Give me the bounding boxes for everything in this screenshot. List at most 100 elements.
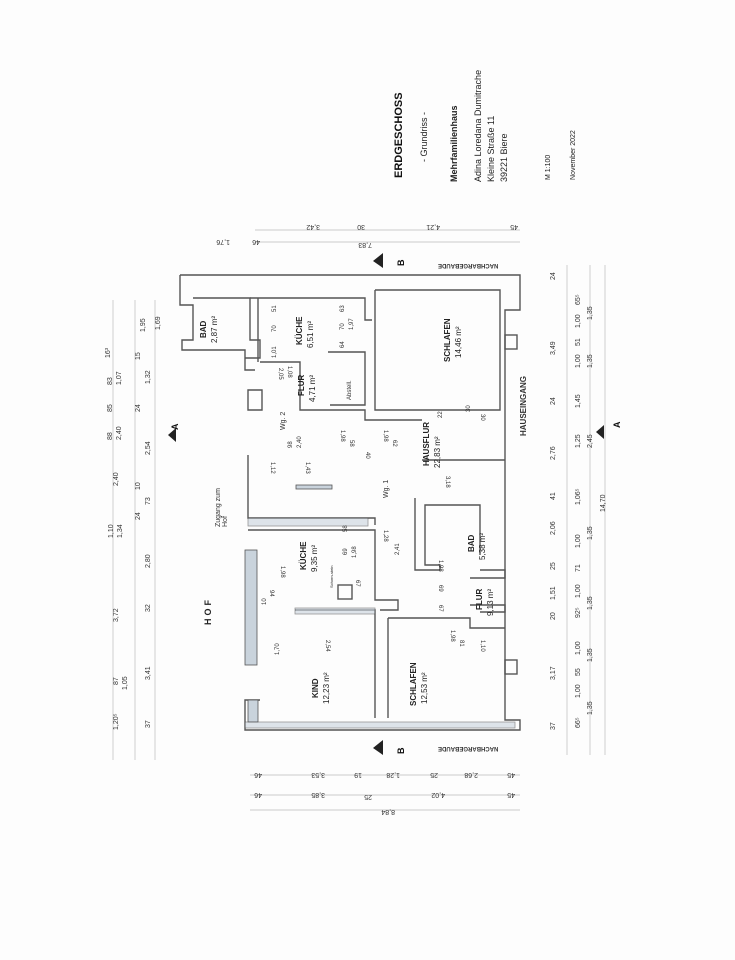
room-name-kueche-small: KÜCHE [295,316,304,345]
wall-kueche-small [250,297,372,321]
dim-inner: 3,18 [444,476,450,488]
dim-top1: 45 [510,223,518,230]
dim-inner: 67 [437,605,443,612]
dim-right1: 2,76 [550,446,557,460]
dim-left2: 37 [145,720,152,728]
dim-inner: 70 [272,325,278,332]
dim-inner: 64 [340,341,346,348]
section-b-top-arrow [373,253,383,268]
wall-flur-door [470,604,506,613]
dim-right2: 1,06⁵ [575,488,582,505]
building-type: Mehrfamilienhaus [449,105,459,182]
room-area-bad-large: 5,38 m² [478,532,487,560]
room-area-kueche-large: 9,35 m² [310,544,319,572]
dim-left1: 87 [113,677,120,685]
room-name-kind: KIND [311,678,320,698]
dim-inner: 94 [268,590,274,597]
room-area-kueche-small: 6,51 m² [306,320,315,348]
dim-inner: 40 [364,452,370,459]
dim-inner: 62 [391,440,397,447]
dim-left2: 1,32 [145,370,152,384]
dim-bottom1: 25 [430,771,438,778]
dim-inner: 1,98 [339,430,345,442]
dim-left2: 15 [135,352,142,360]
dim-inner: 63 [340,305,346,312]
dim-left2: 2,80 [145,554,152,568]
dim-inner: 22 [438,411,444,418]
room-area-bad-small: 2,87 m² [210,315,219,343]
wall-left-room [247,455,376,525]
dim-left1: 1,10 [108,524,115,538]
dim-inner: 30 [466,405,472,412]
address-street: Kleine Straße 11 [486,115,496,182]
wall-bad-large [414,498,481,571]
dim-inner: 1,98 [449,630,455,642]
schornstein-label: Schorn-stein [329,565,334,588]
room-name-flur-large: FLUR [475,588,484,610]
dim-right2: 1,00 [575,684,582,698]
dim-inner: 81 [458,640,464,647]
dim-top1: 1,76 [216,238,230,245]
dim-inner: 2,54 [324,640,330,652]
section-b-bottom-label: B [396,747,406,755]
dim-left1: 85 [107,404,114,412]
dim-left2: 73 [145,497,152,505]
neighbor-building-bottom: NACHBARGEBÄUDE [438,745,499,751]
hatch-kind-corner [247,699,259,723]
section-b-bottom-arrow [373,740,383,755]
dim-right2: 1,00 [575,534,582,548]
hatch-bottom-wall [244,721,516,729]
dim-right2: 51 [575,338,582,346]
dim-left2: 3,41 [145,666,152,680]
dim-left2: 32 [145,604,152,612]
drawing-scale: M 1:100 [545,154,552,180]
dim-left2: 2,54 [145,441,152,455]
dim-left2: 1,69 [155,316,162,330]
dim-left1: 1,34 [117,524,124,538]
dim-inner: 51 [272,305,278,312]
room-area-kind: 12,23 m² [322,672,331,704]
dim-right3: 1,35 [587,306,594,320]
dim-inner: 30 [479,414,485,421]
dim-left1: 88 [107,432,114,440]
floor-title: ERDGESCHOSS [393,92,405,178]
dim-inner: 1,01 [272,346,278,358]
dim-left1: 1,05 [122,676,129,690]
dim-left2: 24 [135,404,142,412]
dim-bottom2: 3,85 [311,791,325,798]
wall-schlafen-large [374,289,501,411]
dim-left1: 2,40 [116,426,123,440]
drawing-date: November 2022 [570,130,577,180]
section-a-right-arrow [596,425,604,439]
dim-right2: 1,00 [575,584,582,598]
room-area-schlafen-small: 12,53 m² [420,672,429,704]
dim-bottom-total: 8,84 [381,808,395,815]
dim-left1: 2,40 [113,472,120,486]
section-a-left-arrow [168,428,176,442]
dim-inner: 69 [437,585,443,592]
hatched-walls [244,484,516,729]
dim-inner: 98 [288,441,294,448]
dim-bottom1: 46 [254,771,262,778]
dim-inner: 1,10 [479,640,485,652]
room-area-hausflur: 22,83 m² [433,436,442,468]
dim-left1: 3,72 [113,608,120,622]
dim-inner: 1,98 [382,430,388,442]
dim-right3: 1,35 [587,354,594,368]
dimension-lines [112,229,606,811]
dim-inner: 2,40 [297,436,303,448]
hof-label: HOF [203,597,213,625]
neighbor-building-top: NACHBARGEBÄUDE [438,262,499,268]
outer-wall-bad-corner [179,275,255,371]
dim-right2: 1,25 [575,434,582,448]
dim-right1: 20 [550,612,557,620]
dim-top1: 30 [357,223,365,230]
address-city: 39221 Biere [499,133,509,182]
dim-inner: 1,98 [437,560,443,572]
wall-kind-right [295,609,376,718]
room-name-schlafen-large: SCHLAFEN [443,318,452,362]
dim-inner: 69 [343,548,349,555]
dim-right2: 1,45 [575,394,582,408]
